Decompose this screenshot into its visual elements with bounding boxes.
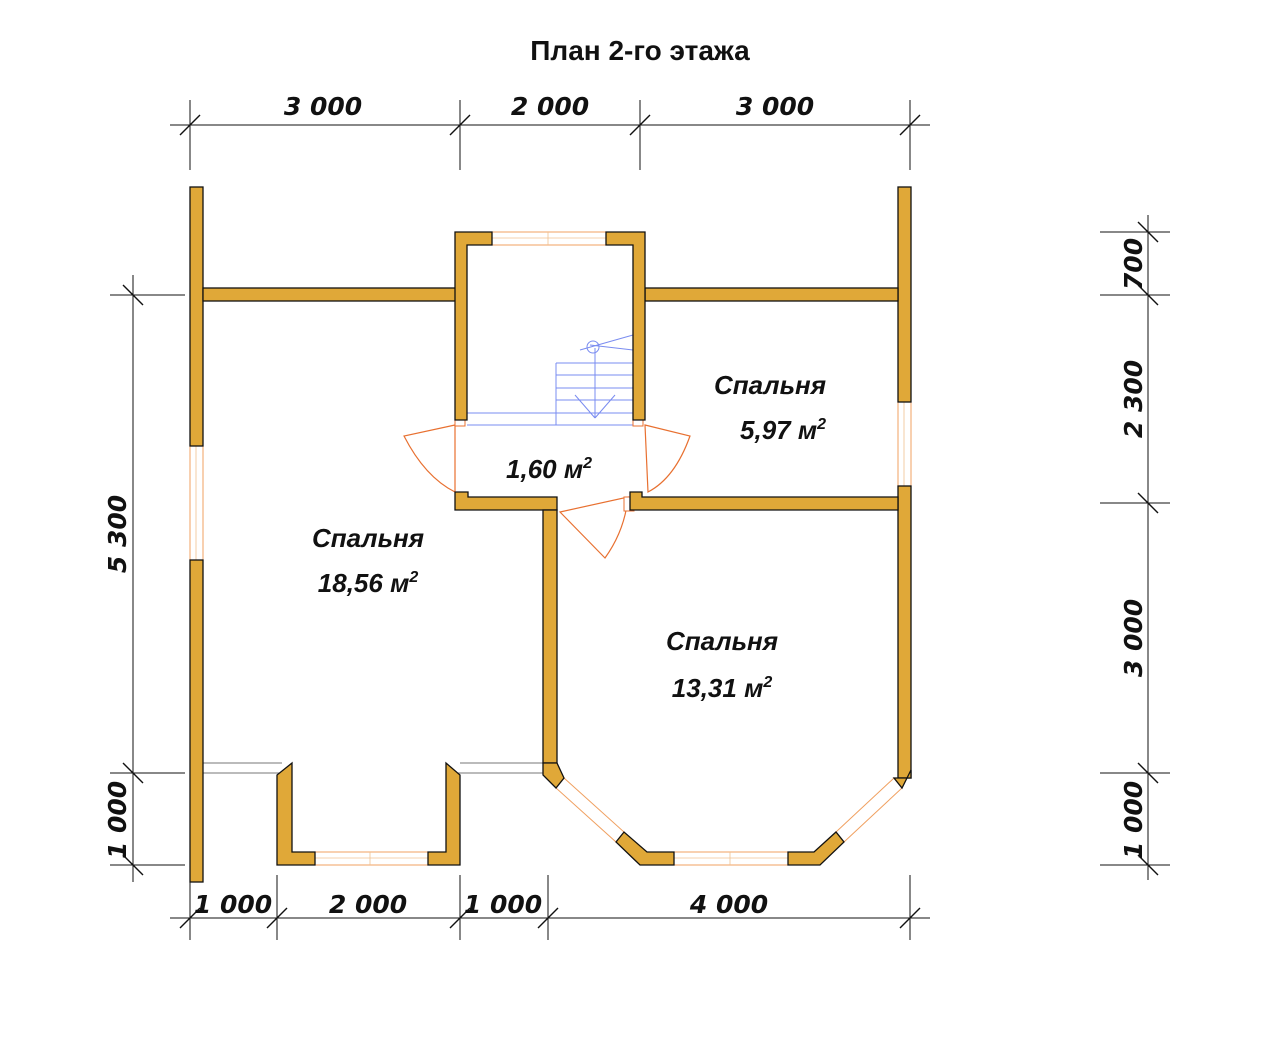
top-dim-1: 3 000 xyxy=(284,92,362,121)
room-1-name: Спальня xyxy=(312,523,424,553)
wall-top-left xyxy=(202,287,458,302)
stair-window xyxy=(491,231,607,246)
wall-left-lower xyxy=(189,559,204,883)
right-dim-3: 3 000 xyxy=(1119,599,1148,677)
wall-right-lower xyxy=(897,485,912,779)
staircase xyxy=(467,334,634,426)
right-dim-2: 2 300 xyxy=(1119,360,1148,438)
right-dimension-chain: 700 2 300 3 000 1 000 xyxy=(1100,215,1170,880)
room-2-area: 5,97 м2 xyxy=(740,415,826,445)
left-window xyxy=(189,445,204,561)
doors xyxy=(403,419,691,559)
bottom-dimension-chain: 1 000 2 000 1 000 4 000 xyxy=(170,875,930,940)
wall-stair-left xyxy=(454,231,493,421)
room-3-area: 13,31 м2 xyxy=(672,673,773,703)
bay-window-left xyxy=(314,851,429,866)
top-dim-3: 3 000 xyxy=(736,92,814,121)
right-dim-4: 1 000 xyxy=(1119,781,1148,859)
top-dim-2: 2 000 xyxy=(511,92,589,121)
wall-bay-right-b xyxy=(787,831,845,866)
left-dim-1: 5 300 xyxy=(103,495,132,573)
walls xyxy=(189,186,912,883)
wall-bay-left-b xyxy=(427,761,461,866)
wall-left-upper xyxy=(189,186,204,447)
bay-opening-lines xyxy=(203,762,543,774)
bay-window-right xyxy=(673,851,789,866)
left-dim-2: 1 000 xyxy=(103,781,132,859)
room-1-area: 18,56 м2 xyxy=(318,568,419,598)
right-dim-1: 700 xyxy=(1119,238,1148,290)
bottom-dim-2: 2 000 xyxy=(329,890,407,919)
bottom-dim-1: 1 000 xyxy=(194,890,272,919)
top-dimension-chain: 3 000 2 000 3 000 xyxy=(170,92,930,170)
left-dimension-chain: 5 300 1 000 xyxy=(103,275,185,882)
bottom-dim-4: 4 000 xyxy=(689,890,768,919)
wall-corridor-right xyxy=(629,491,899,511)
wall-bay-right-a xyxy=(615,831,675,866)
corridor-area: 1,60 м2 xyxy=(506,454,592,484)
door-bottom-right xyxy=(558,496,629,559)
wall-bay-right-corner-r xyxy=(892,769,912,790)
bottom-dim-3: 1 000 xyxy=(464,890,542,919)
room-labels: Спальня 18,56 м2 Спальня 5,97 м2 Спальня… xyxy=(312,370,826,703)
room-3-name: Спальня xyxy=(666,626,778,656)
diag-window-left xyxy=(555,777,625,843)
wall-partition-vertical xyxy=(542,509,558,764)
diag-window-right xyxy=(835,777,903,843)
wall-stair-right xyxy=(605,231,646,421)
door-top-right xyxy=(644,424,691,493)
plan-title: План 2-го этажа xyxy=(530,35,750,66)
door-left xyxy=(403,424,456,493)
wall-right-upper xyxy=(897,186,912,403)
right-window xyxy=(897,401,912,487)
wall-corridor-left xyxy=(454,491,558,511)
wall-bay-left-a xyxy=(276,761,316,866)
wall-top-right xyxy=(644,287,899,302)
room-2-name: Спальня xyxy=(714,370,826,400)
windows xyxy=(189,231,912,866)
wall-bay-right-corner-l xyxy=(542,762,565,789)
